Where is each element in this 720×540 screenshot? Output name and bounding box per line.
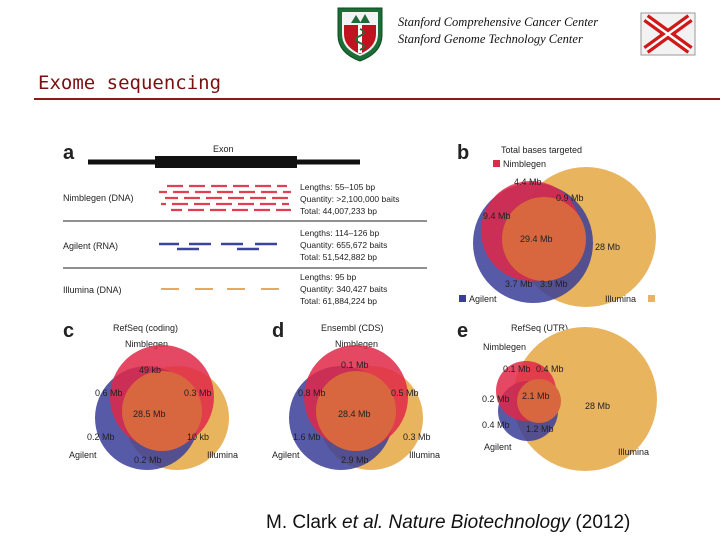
citation-journal: Nature Biotechnology: [383, 512, 571, 533]
exon-label: Exon: [213, 144, 234, 154]
venn-b-value: 9.4 Mb: [483, 211, 511, 221]
venn-e-value: 1.2 Mb: [526, 424, 554, 434]
panel-c-title: RefSeq (coding): [113, 323, 178, 333]
panel-d-label-nimblegen: Nimblegen: [335, 339, 378, 349]
venn-d-value: 1.6 Mb: [293, 432, 321, 442]
panel-e: e RefSeq (UTR) Nimblegen 0.1 Mb 0.4 Mb 2…: [457, 320, 657, 471]
venn-b-value: 3.9 Mb: [540, 279, 568, 289]
citation: M. Clark et al. Nature Biotechnology (20…: [266, 512, 630, 534]
venn-b-value: 0.9 Mb: [556, 193, 584, 203]
venn-d-core: [316, 371, 396, 451]
panel-c-label-illumina: Illumina: [207, 450, 238, 460]
panel-d-label-illumina: Illumina: [409, 450, 440, 460]
citation-etal: et al.: [342, 512, 384, 533]
venn-c-value: 10 kb: [187, 432, 209, 442]
panel-e-label-nimblegen: Nimblegen: [483, 342, 526, 352]
venn-d-value: 0.5 Mb: [391, 388, 419, 398]
venn-d-value: 0.3 Mb: [403, 432, 431, 442]
nimblegen-total: Total: 44,007,233 bp: [300, 206, 377, 216]
venn-c-value: 0.2 Mb: [87, 432, 115, 442]
panel-d-label-agilent: Agilent: [272, 450, 300, 460]
illumina-total: Total: 61,884,224 bp: [300, 296, 377, 306]
header-line-1: Stanford Comprehensive Cancer Center: [398, 15, 599, 29]
venn-c-core: [122, 371, 202, 451]
panel-a-letter: a: [63, 142, 75, 164]
exon-block: [155, 156, 297, 168]
panel-b-letter: b: [457, 142, 469, 164]
venn-c-value: 0.2 Mb: [134, 455, 162, 465]
panel-d-title: Ensembl (CDS): [321, 323, 384, 333]
agilent-quantity: Quantity: 655,672 baits: [300, 240, 387, 250]
venn-e-value: 0.4 Mb: [536, 364, 564, 374]
venn-c-value: 28.5 Mb: [133, 409, 166, 419]
venn-b-core: [502, 197, 586, 281]
legend-label-nimblegen: Nimblegen: [503, 159, 546, 169]
venn-b-value: 28 Mb: [595, 242, 620, 252]
panel-c-label-nimblegen: Nimblegen: [125, 339, 168, 349]
illumina-lengths: Lengths: 95 bp: [300, 272, 357, 282]
panel-e-title: RefSeq (UTR): [511, 323, 568, 333]
legend-swatch-nimblegen: [493, 160, 500, 167]
venn-d-value: 28.4 Mb: [338, 409, 371, 419]
agilent-total: Total: 51,542,882 bp: [300, 252, 377, 262]
panel-e-label-illumina: Illumina: [618, 447, 649, 457]
panel-a: a Exon Nimblegen (DNA) Agilent (RNA) Ill…: [63, 142, 427, 306]
venn-e-value: 28 Mb: [585, 401, 610, 411]
legend-swatch-agilent: [459, 295, 466, 302]
panel-c: c RefSeq (coding) Nimblegen 49 kb 0.6 Mb…: [63, 320, 238, 470]
title-divider: [34, 98, 720, 100]
panel-e-letter: e: [457, 320, 468, 342]
venn-b-value: 4.4 Mb: [514, 177, 542, 187]
header-text: Stanford Comprehensive Cancer Center Sta…: [398, 14, 598, 48]
platform-label-nimblegen: Nimblegen (DNA): [63, 193, 134, 203]
venn-e-value: 0.4 Mb: [482, 420, 510, 430]
panel-d-letter: d: [272, 320, 284, 342]
venn-e-illumina: [513, 327, 657, 471]
citation-author: M. Clark: [266, 512, 342, 533]
agilent-baits: [159, 242, 277, 251]
venn-e-value: 2.1 Mb: [522, 391, 550, 401]
panel-b: b Total bases targeted Nimblegen 4.4 Mb …: [457, 142, 656, 307]
legend-label-agilent: Agilent: [469, 294, 497, 304]
stanford-medicine-logo: [337, 7, 383, 62]
legend-label-illumina: Illumina: [605, 294, 636, 304]
platform-label-agilent: Agilent (RNA): [63, 241, 118, 251]
nimblegen-quantity: Quantity: >2,100,000 baits: [300, 194, 399, 204]
venn-e-core: [517, 379, 561, 423]
venn-d-value: 2.9 Mb: [341, 455, 369, 465]
legend-swatch-illumina: [648, 295, 655, 302]
nimblegen-lengths: Lengths: 55–105 bp: [300, 182, 375, 192]
venn-d-value: 0.8 Mb: [298, 388, 326, 398]
venn-e-value: 0.2 Mb: [482, 394, 510, 404]
venn-d-value: 0.1 Mb: [341, 360, 369, 370]
panel-c-label-agilent: Agilent: [69, 450, 97, 460]
panel-c-letter: c: [63, 320, 74, 342]
header-line-2: Stanford Genome Technology Center: [398, 32, 583, 46]
agilent-lengths: Lengths: 114–126 bp: [300, 228, 380, 238]
citation-year: (2012): [570, 512, 631, 533]
venn-b-value: 3.7 Mb: [505, 279, 533, 289]
nimblegen-baits: [159, 184, 293, 212]
venn-c-value: 0.3 Mb: [184, 388, 212, 398]
venn-e-value: 0.1 Mb: [503, 364, 531, 374]
panel-d: d Ensembl (CDS) Nimblegen 0.1 Mb 0.8 Mb …: [272, 320, 440, 470]
panel-b-title: Total bases targeted: [501, 145, 582, 155]
slide-title: Exome sequencing: [38, 72, 222, 94]
venn-b-value: 29.4 Mb: [520, 234, 553, 244]
exome-figure: a Exon Nimblegen (DNA) Agilent (RNA) Ill…: [63, 142, 657, 471]
venn-c-value: 49 kb: [139, 365, 161, 375]
venn-c-value: 0.6 Mb: [95, 388, 123, 398]
illumina-quantity: Quantity: 340,427 baits: [300, 284, 387, 294]
panel-e-label-agilent: Agilent: [484, 442, 512, 452]
sgtc-logo: [640, 12, 696, 56]
platform-label-illumina: Illumina (DNA): [63, 285, 122, 295]
